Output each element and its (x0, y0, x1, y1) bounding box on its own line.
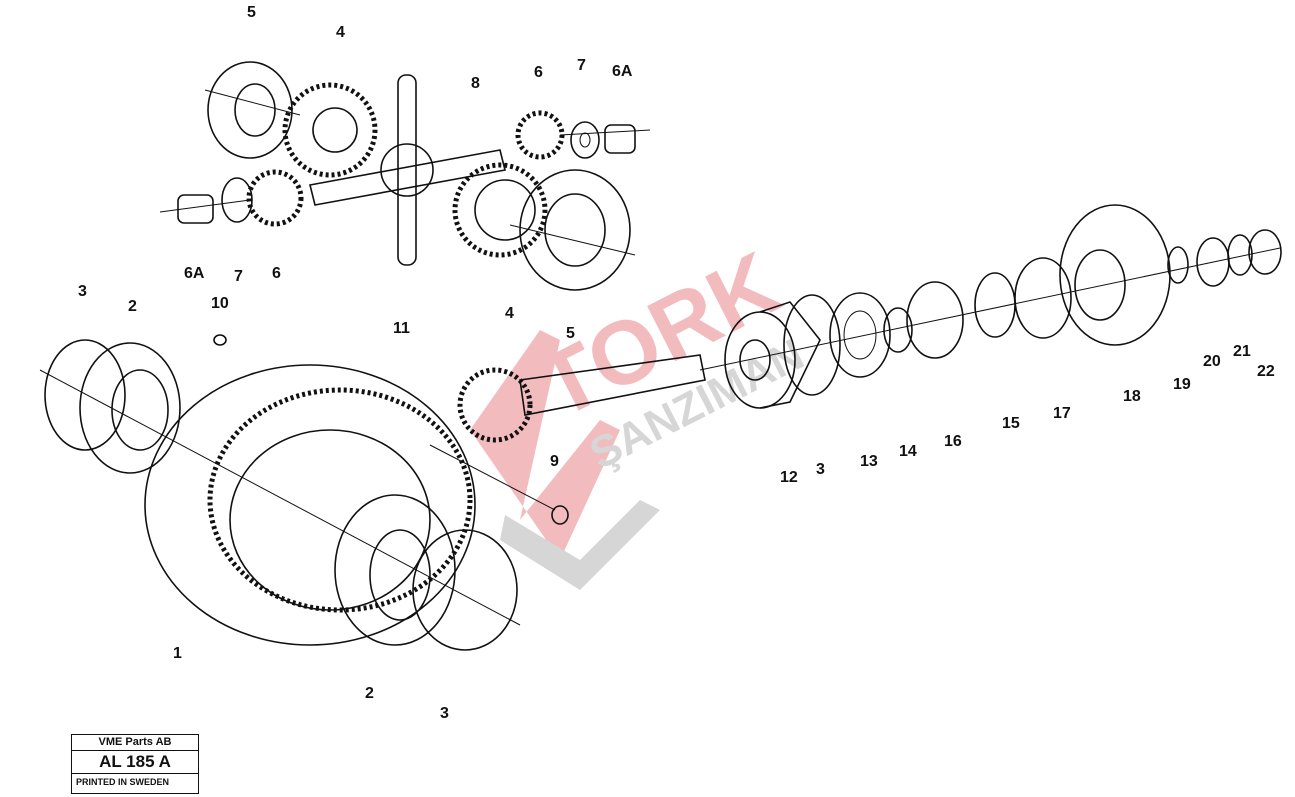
callout-3: 3 (816, 461, 825, 478)
callout-2: 2 (128, 298, 137, 315)
callout-13: 13 (860, 453, 878, 470)
callout-11: 11 (393, 320, 410, 337)
title-block: VME Parts AB AL 185 A PRINTED IN SWEDEN (71, 734, 199, 794)
callout-18: 18 (1123, 388, 1141, 405)
callout-8: 8 (471, 75, 480, 92)
callout-4: 4 (505, 305, 514, 322)
company-name: VME Parts AB (72, 735, 198, 751)
callout-labels: 5 4 8 6 7 6A 6A 7 6 4 5 3 2 10 11 9 1 2 … (78, 4, 1275, 722)
watermark: TORK ŞANZIMAN (470, 234, 811, 590)
callout-17: 17 (1053, 405, 1071, 422)
callout-3: 3 (440, 705, 449, 722)
callout-6: 6 (534, 64, 543, 81)
callout-7: 7 (234, 268, 243, 285)
callout-20: 20 (1203, 353, 1221, 370)
callout-3: 3 (78, 283, 87, 300)
callout-2: 2 (365, 685, 374, 702)
callout-5: 5 (566, 325, 575, 342)
callout-1: 1 (173, 645, 182, 662)
callout-10: 10 (211, 295, 229, 312)
callout-7: 7 (577, 57, 586, 74)
callout-15: 15 (1002, 415, 1020, 432)
callout-9: 9 (550, 453, 559, 470)
callout-6a: 6A (184, 265, 205, 282)
pinion-shaft-assembly (457, 204, 1282, 443)
callout-16: 16 (944, 433, 962, 450)
drawing-number: AL 185 A (72, 751, 198, 774)
crown-wheel-housing (39, 334, 569, 651)
callout-5: 5 (247, 4, 256, 21)
differential-assembly (159, 61, 651, 291)
printed-note: PRINTED IN SWEDEN (76, 777, 170, 787)
callout-6a: 6A (612, 63, 633, 80)
callout-12: 12 (780, 469, 798, 486)
callout-4: 4 (336, 24, 345, 41)
callout-6: 6 (272, 265, 281, 282)
callout-19: 19 (1173, 376, 1191, 393)
callout-14: 14 (899, 443, 917, 460)
callout-21: 21 (1233, 343, 1251, 360)
callout-22: 22 (1257, 363, 1275, 380)
